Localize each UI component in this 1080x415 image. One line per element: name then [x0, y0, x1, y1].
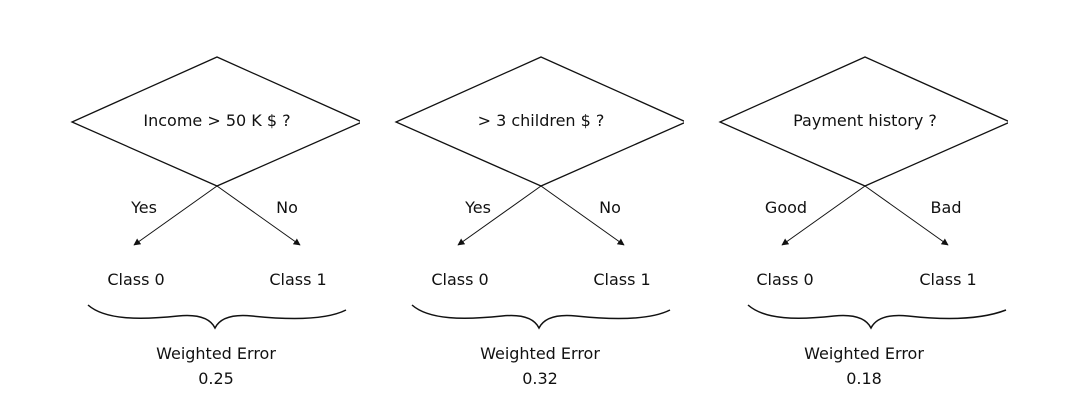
right-leaf-class: Class 1 [919, 270, 977, 289]
right-leaf-class: Class 1 [269, 270, 327, 289]
split-question: Payment history ? [793, 111, 937, 130]
decision-stump-2: > 3 children $ ? Yes No Class 0 Class 1 … [324, 0, 684, 415]
grouping-brace [411, 304, 671, 330]
grouping-brace [87, 304, 347, 330]
decision-stump-1: Income > 50 K $ ? Yes No Class 0 Class 1… [0, 0, 360, 415]
stump-3-graphic [718, 56, 1008, 330]
left-leaf-class: Class 0 [107, 270, 165, 289]
weighted-error-value: 0.25 [198, 369, 234, 388]
decision-stump-3: Payment history ? Good Bad Class 0 Class… [648, 0, 1008, 415]
split-question: > 3 children $ ? [477, 111, 605, 130]
left-branch-arrow [133, 185, 218, 246]
weighted-error-value: 0.32 [522, 369, 558, 388]
left-leaf-class: Class 0 [431, 270, 489, 289]
weighted-error-label: Weighted Error [480, 344, 600, 363]
left-branch-label: Yes [465, 198, 491, 217]
grouping-brace [747, 304, 1007, 330]
weighted-error-label: Weighted Error [804, 344, 924, 363]
split-question: Income > 50 K $ ? [143, 111, 291, 130]
stump-1-graphic [70, 56, 360, 330]
right-branch-label: No [599, 198, 621, 217]
stump-2-graphic [394, 56, 684, 330]
right-branch-label: No [276, 198, 298, 217]
weighted-error-value: 0.18 [846, 369, 882, 388]
weighted-error-label: Weighted Error [156, 344, 276, 363]
right-leaf-class: Class 1 [593, 270, 651, 289]
right-branch-arrow [864, 185, 949, 246]
left-branch-arrow [457, 185, 542, 246]
right-branch-arrow [216, 185, 301, 246]
left-branch-arrow [781, 185, 866, 246]
right-branch-arrow [540, 185, 625, 246]
right-branch-label: Bad [930, 198, 962, 217]
left-leaf-class: Class 0 [756, 270, 814, 289]
left-branch-label: Good [764, 198, 808, 217]
left-branch-label: Yes [131, 198, 157, 217]
